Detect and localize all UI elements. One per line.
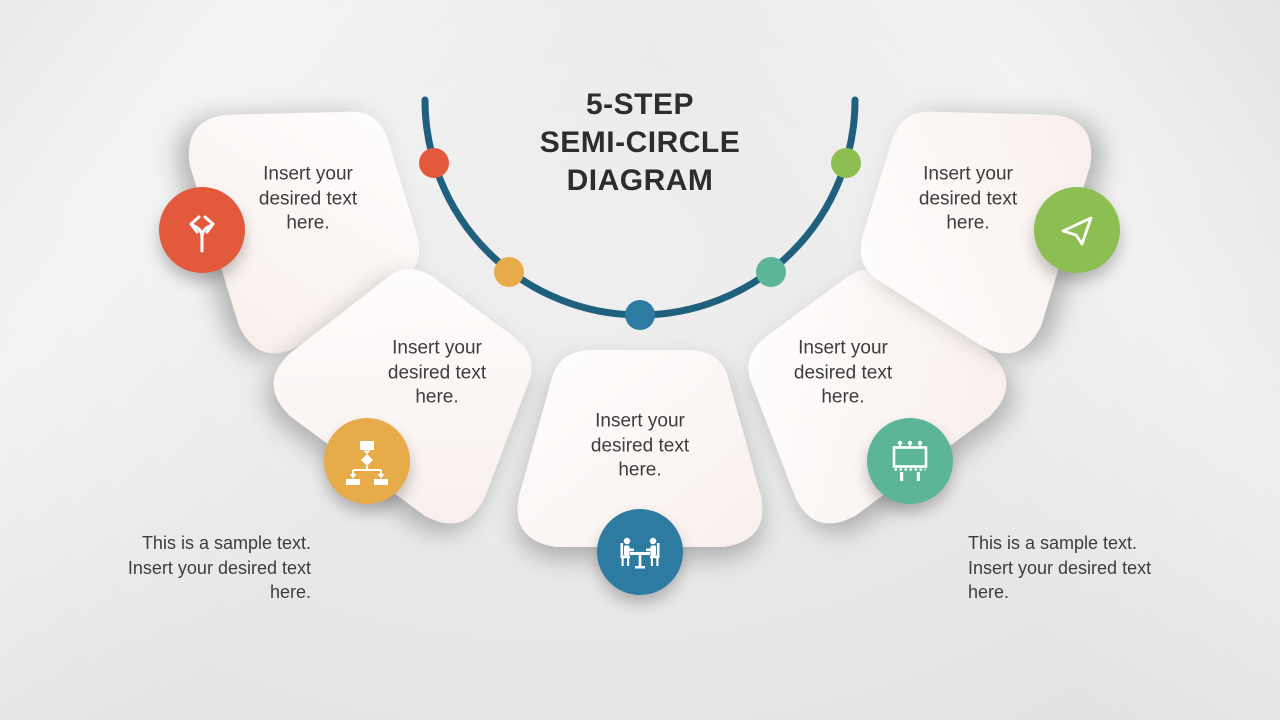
step-dot-1: [419, 148, 449, 178]
caption-left: This is a sample text. Insert your desir…: [127, 533, 311, 602]
step-text-3: Insert your desired text here.: [590, 410, 690, 481]
petal-shape: [273, 269, 532, 524]
step-card-4: [701, 230, 1028, 546]
petal-shape: [748, 269, 1007, 524]
step-icon-circle-3: [597, 509, 683, 595]
step-dot-2: [494, 257, 524, 287]
paper-plane-icon: [1061, 216, 1093, 246]
step-dot-5: [831, 148, 861, 178]
petal-shape: [860, 111, 1092, 354]
step-icon-circle-2: [324, 418, 410, 504]
step-dot-3: [625, 300, 655, 330]
step-text-1: Insert your desired text here.: [258, 163, 358, 234]
slide-title: 5-STEP SEMI-CIRCLE DIAGRAM: [539, 88, 741, 197]
petal-shape: [517, 350, 763, 547]
step-icon-circle-1: [159, 187, 245, 273]
flowchart-icon: [346, 441, 388, 485]
step-text-5: Insert your desired text here.: [918, 163, 1018, 234]
step-card-1: [172, 65, 442, 369]
meeting-table-icon: [620, 537, 660, 569]
step-icon-circle-4: [867, 418, 953, 504]
step-icon-circle-5: [1034, 187, 1120, 273]
step-card-3: [512, 348, 768, 552]
billboard-icon: [892, 440, 928, 481]
step-text-2: Insert your desired text here.: [387, 337, 487, 408]
step-card-5: [838, 65, 1108, 369]
step-dot-4: [756, 257, 786, 287]
petal-shape: [188, 111, 420, 354]
step-card-2: [251, 230, 578, 546]
fork-arrows-icon: [189, 215, 215, 253]
caption-right: This is a sample text. Insert your desir…: [968, 533, 1152, 602]
step-text-4: Insert your desired text here.: [793, 337, 893, 408]
